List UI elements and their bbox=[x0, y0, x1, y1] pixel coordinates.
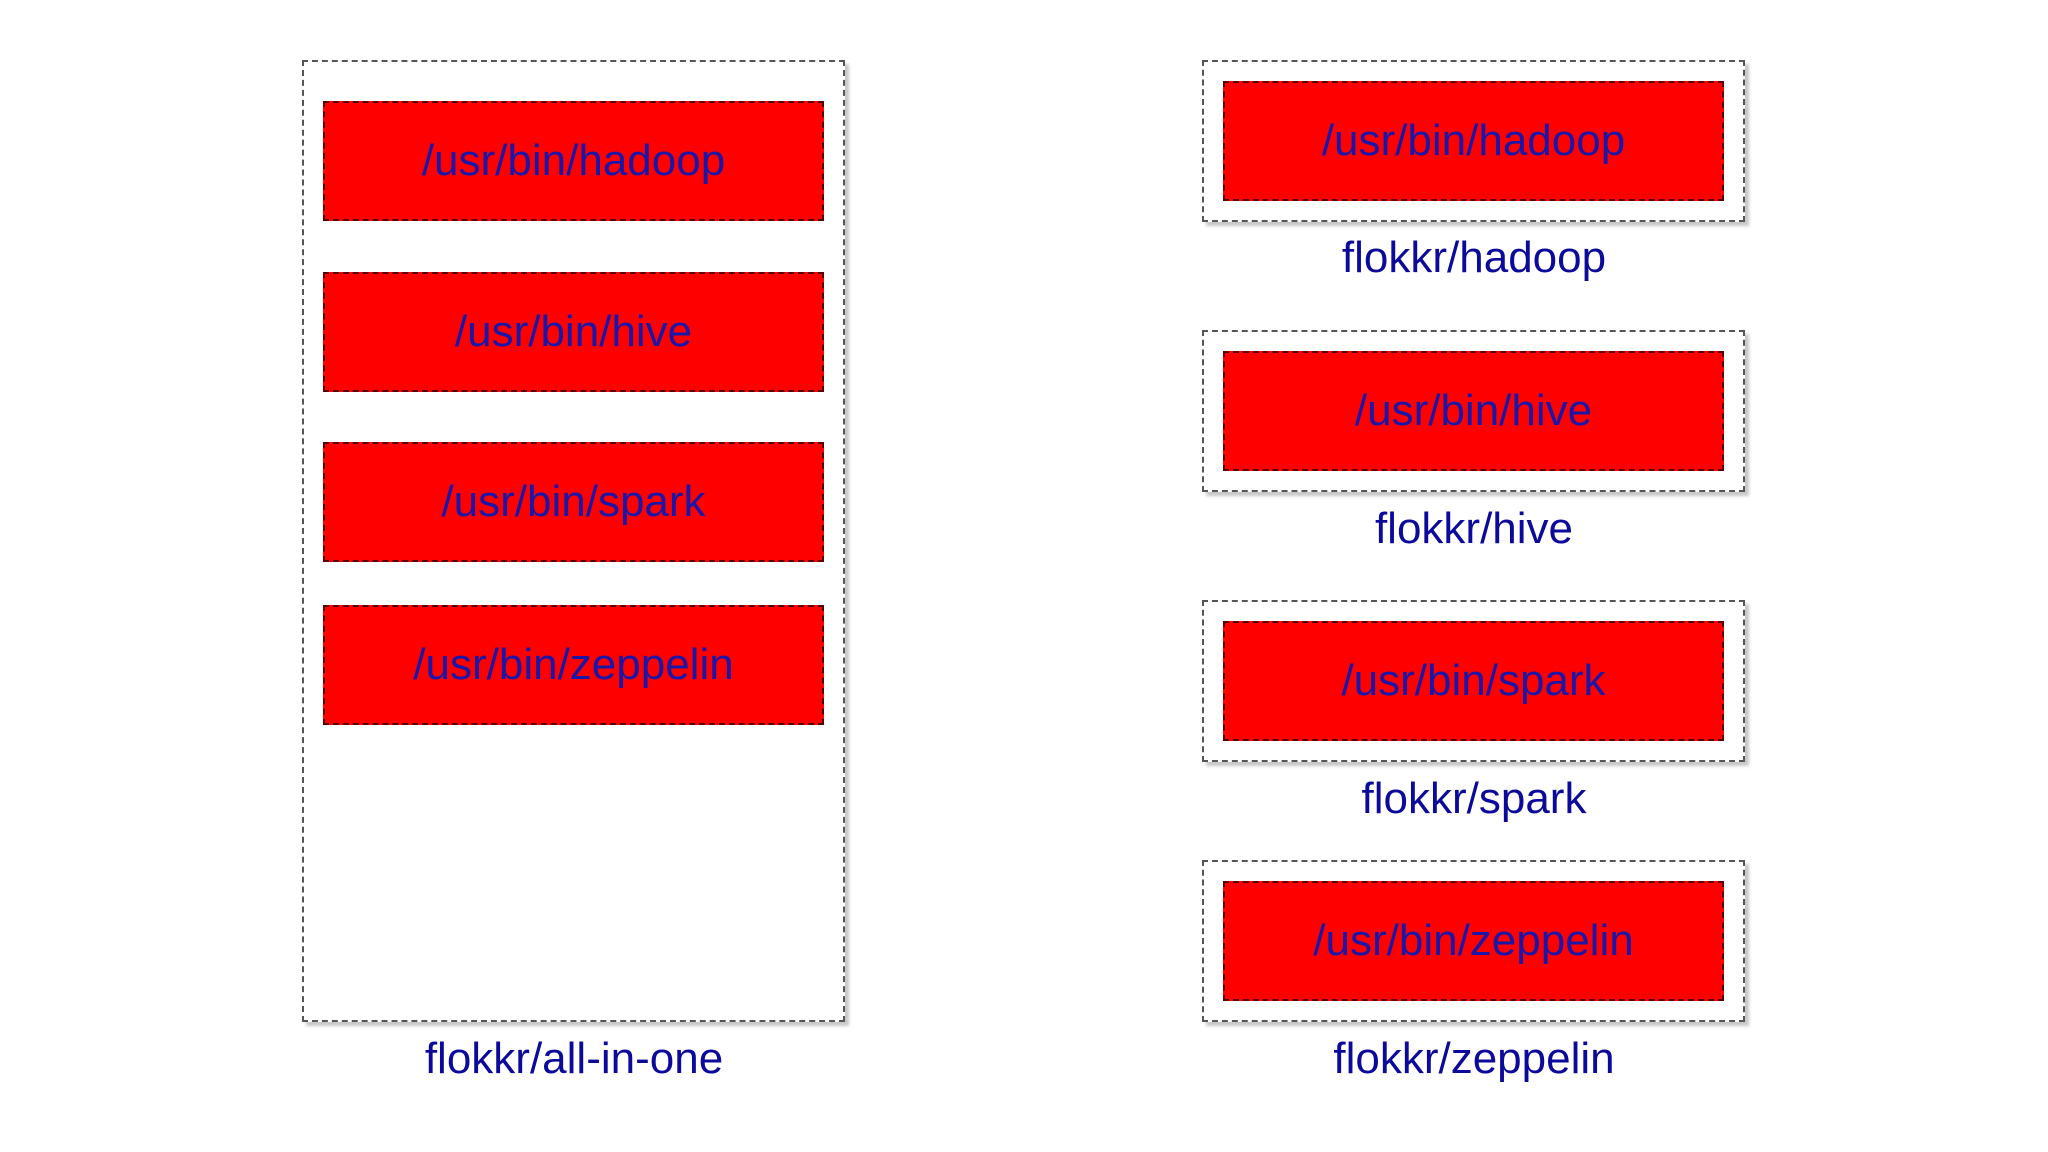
all-in-one-binary-zeppelin: /usr/bin/zeppelin bbox=[323, 605, 824, 725]
spark-image-container: /usr/bin/spark bbox=[1202, 600, 1745, 762]
all-in-one-binary-hadoop: /usr/bin/hadoop bbox=[323, 101, 824, 221]
all-in-one-label: flokkr/all-in-one bbox=[424, 1034, 724, 1083]
all-in-one-binary-spark: /usr/bin/spark bbox=[323, 442, 824, 562]
hive-image-label: flokkr/hive bbox=[1374, 504, 1574, 553]
all-in-one-container: /usr/bin/hadoop /usr/bin/hive /usr/bin/s… bbox=[302, 60, 845, 1022]
all-in-one-binary-hive: /usr/bin/hive bbox=[323, 272, 824, 392]
zeppelin-image-label: flokkr/zeppelin bbox=[1333, 1034, 1615, 1083]
hive-image-container: /usr/bin/hive bbox=[1202, 330, 1745, 492]
spark-image-binary: /usr/bin/spark bbox=[1223, 621, 1724, 741]
hadoop-image-binary: /usr/bin/hadoop bbox=[1223, 81, 1724, 201]
zeppelin-image-binary: /usr/bin/zeppelin bbox=[1223, 881, 1724, 1001]
zeppelin-image-container: /usr/bin/zeppelin bbox=[1202, 860, 1745, 1022]
hadoop-image-label: flokkr/hadoop bbox=[1341, 233, 1607, 282]
hadoop-image-container: /usr/bin/hadoop bbox=[1202, 60, 1745, 222]
spark-image-label: flokkr/spark bbox=[1361, 774, 1587, 823]
hive-image-binary: /usr/bin/hive bbox=[1223, 351, 1724, 471]
